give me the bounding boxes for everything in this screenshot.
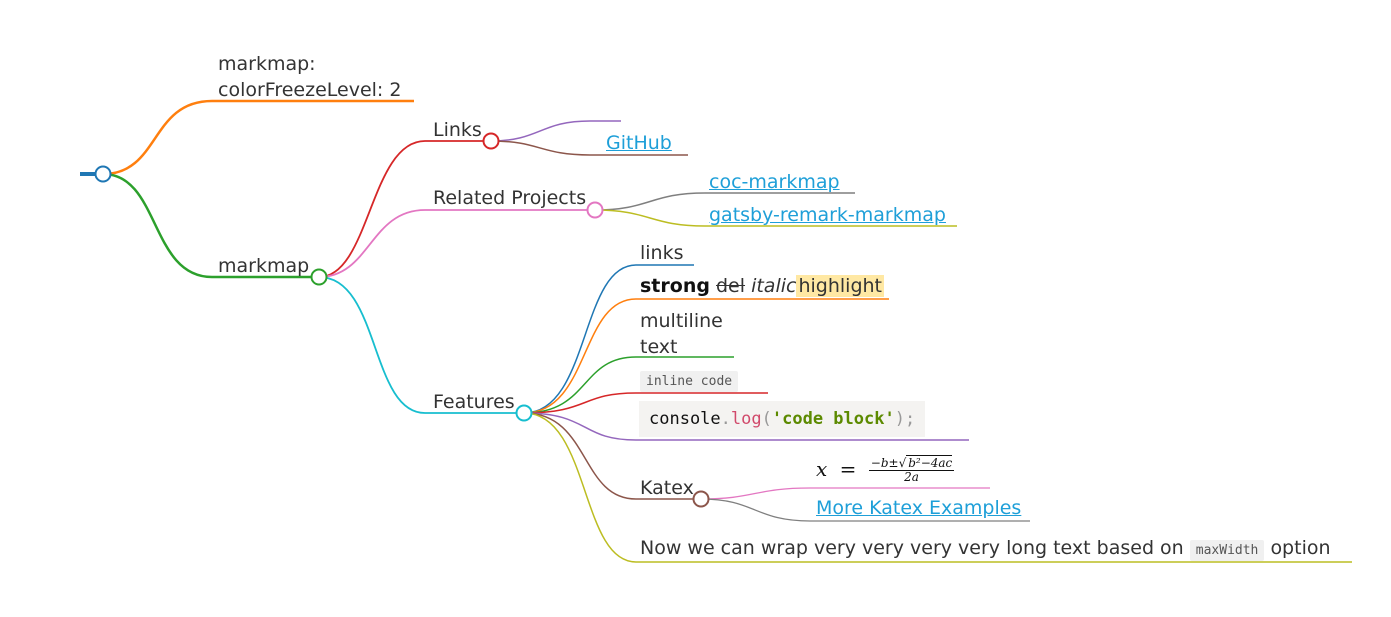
formula-radicand: b²−4ac: [906, 455, 953, 470]
node-related: Related Projects: [433, 187, 587, 209]
formula-num-prefix: −b±: [870, 456, 899, 470]
node-markmap: markmap: [218, 255, 310, 277]
node-katex: Katex: [640, 477, 694, 499]
node-katex-formula: x = −b±√b²−4ac 2a: [816, 454, 955, 484]
node-links: Links: [433, 119, 482, 141]
edge-features-formatting: [523, 298, 889, 414]
maxwidth-code: maxWidth: [1189, 540, 1265, 561]
node-multiline: multiline text: [640, 308, 723, 360]
related-toggle[interactable]: [586, 201, 604, 219]
edge-markmap-related: [318, 209, 426, 278]
code-dot: .: [720, 409, 731, 429]
edge-features-links: [523, 264, 694, 414]
long-text-after: option: [1270, 537, 1331, 559]
node-code-block: console.log('code block');: [639, 401, 926, 437]
long-text-before: Now we can wrap very very very very long…: [640, 537, 1184, 559]
edge-features-katex: [523, 412, 701, 500]
node-gatsby: gatsby-remark-markmap: [709, 203, 946, 227]
node-inline-code: inline code: [640, 367, 739, 394]
node-github: GitHub: [606, 131, 672, 155]
del-text: del: [716, 275, 746, 297]
settings-line2: colorFreezeLevel: 2: [218, 79, 402, 101]
edge-markmap-links: [318, 140, 426, 278]
edge-links-github: [490, 140, 688, 156]
katex-toggle[interactable]: [692, 490, 710, 508]
edge-markmap-features: [318, 276, 426, 414]
edge-features-longtext: [523, 412, 1352, 563]
italic-text: italic: [751, 275, 797, 297]
markmap-toggle[interactable]: [310, 268, 328, 286]
node-features: Features: [433, 391, 515, 413]
edge-katex-more: [700, 498, 1030, 522]
formula-numerator: −b±√b²−4ac: [868, 455, 955, 471]
edge-root-markmap: [102, 172, 213, 279]
multiline-line1: multiline: [640, 310, 723, 332]
more-katex-link[interactable]: More Katex Examples: [816, 497, 1022, 519]
github-link[interactable]: GitHub: [606, 132, 672, 154]
edge-features-multiline: [523, 356, 734, 414]
edge-root-settings: [102, 99, 213, 176]
formula-fraction: −b±√b²−4ac 2a: [868, 455, 955, 484]
formula-eq: =: [839, 457, 857, 481]
edge-katex-formula: [700, 487, 990, 500]
strong-text: strong: [640, 275, 710, 297]
code-str: 'code block': [771, 409, 895, 429]
node-long-text: Now we can wrap very very very very long…: [640, 536, 1331, 563]
settings-line1: markmap:: [218, 53, 316, 75]
formula-lhs: x: [816, 457, 828, 481]
code-block: console.log('code block');: [639, 401, 926, 437]
edge-features-codeblock: [523, 412, 969, 441]
node-features-links: links: [640, 242, 684, 264]
links-toggle[interactable]: [482, 132, 500, 150]
edge-links-1: [490, 120, 621, 142]
code-fn: log: [730, 409, 762, 429]
edge-related-coc: [594, 192, 855, 211]
inline-code: inline code: [640, 371, 739, 392]
node-katex-more: More Katex Examples: [816, 496, 1021, 520]
edge-features-inline: [523, 392, 768, 414]
code-open: (: [761, 409, 772, 429]
formula-denominator: 2a: [904, 470, 919, 484]
coc-markmap-link[interactable]: coc-markmap: [709, 171, 840, 193]
features-toggle[interactable]: [515, 404, 533, 422]
root-toggle[interactable]: [94, 165, 112, 183]
highlight-text: highlight: [796, 275, 885, 297]
node-settings: markmap: colorFreezeLevel: 2: [218, 51, 401, 103]
node-coc: coc-markmap: [709, 170, 840, 194]
code-obj: console: [649, 409, 721, 429]
edge-related-gatsby: [594, 209, 957, 227]
code-close: );: [894, 409, 916, 429]
multiline-line2: text: [640, 336, 678, 358]
gatsby-remark-markmap-link[interactable]: gatsby-remark-markmap: [709, 204, 946, 226]
